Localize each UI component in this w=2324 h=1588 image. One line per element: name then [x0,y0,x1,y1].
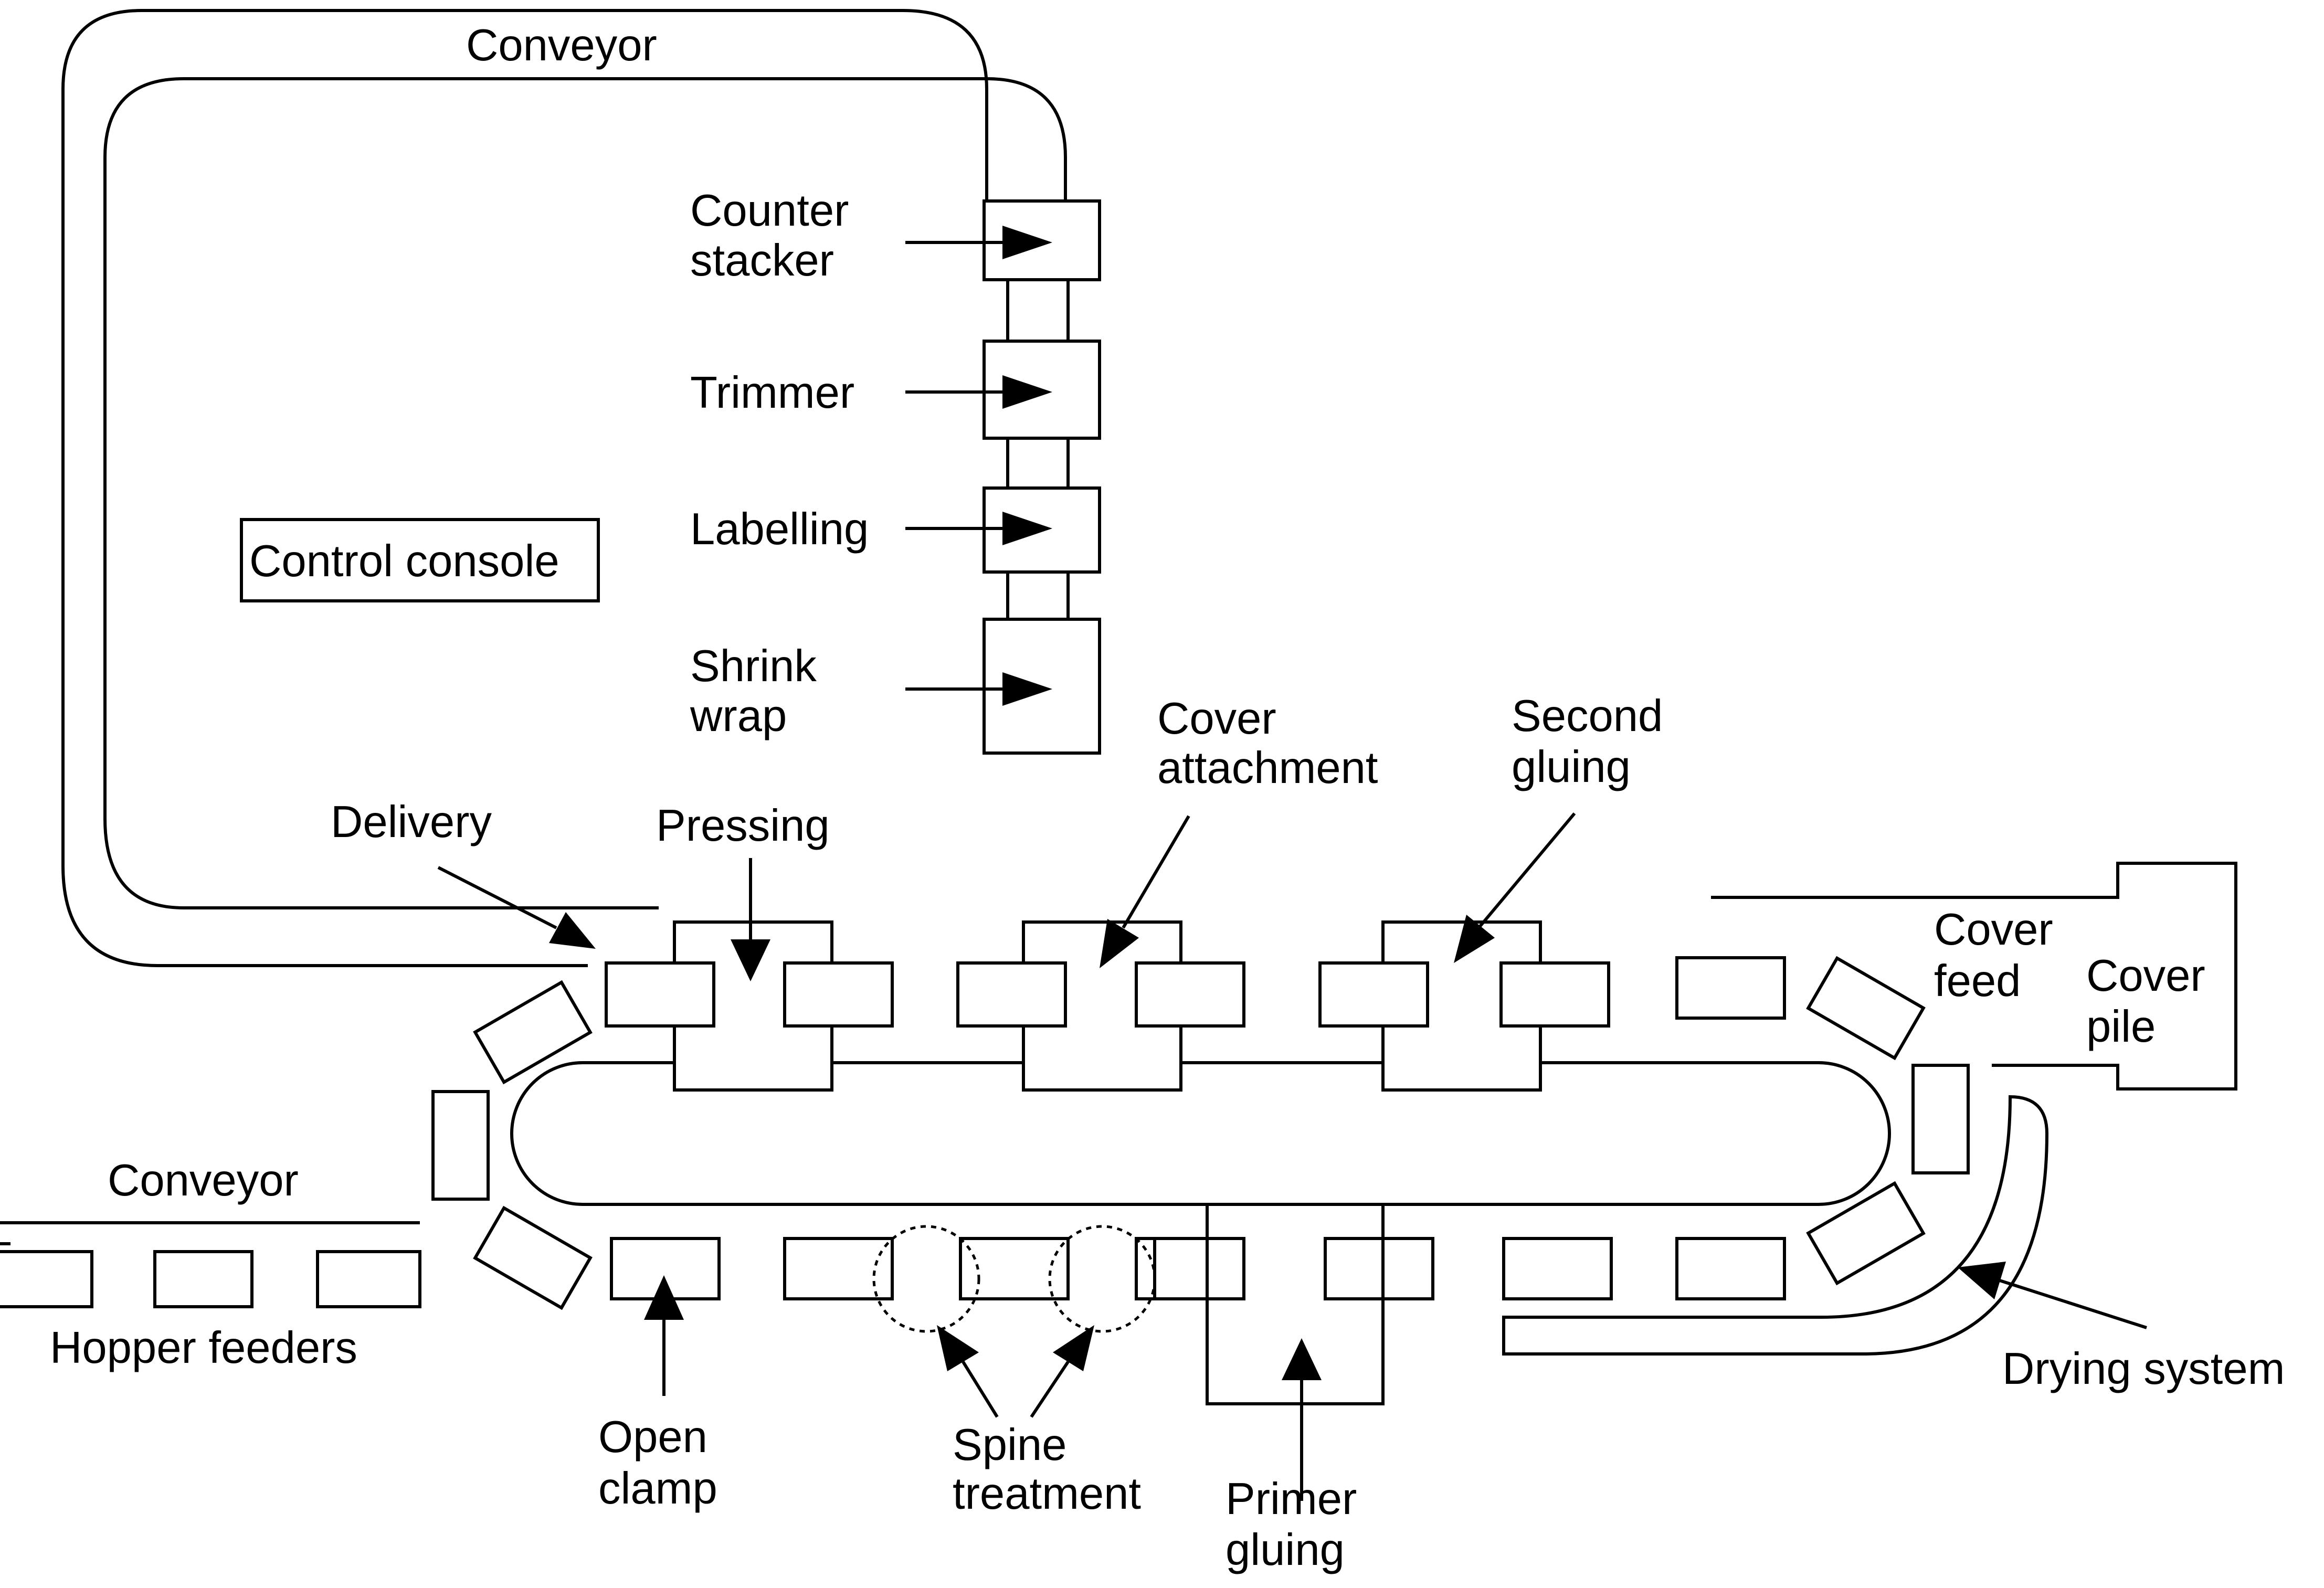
spine-treatment-label-1: Spine [953,1420,1066,1470]
cover-attachment-label-2: attachment [1157,743,1378,793]
trimmer-label: Trimmer [690,368,854,418]
counter-stacker-label-1: Counter [690,186,849,236]
primer-gluing-label-1: Primer [1226,1474,1357,1524]
cover-attachment-arrow [1122,815,1190,929]
spine-treatment-label-2: treatment [953,1469,1141,1519]
spine-treatment-arrow-1-head [937,1325,979,1371]
second-gluing-arrow [1478,812,1576,927]
second-gluing-label-1: Second [1512,691,1663,741]
primer-gluing-frame [1206,1204,1385,1405]
pressing-clamp-right [783,961,894,1028]
binding-oval [510,1061,1891,1206]
open-clamp-unit [610,1237,721,1300]
end-clamps [431,956,1970,1310]
finishing-stack [983,199,1101,755]
cover-attachment-label-1: Cover [1157,694,1276,744]
delivery-label: Delivery [331,797,492,847]
primer-clamp-1 [1153,1237,1245,1300]
cover-attachment-arrow-head [1100,919,1139,968]
cover-feed-label-1: Cover [1934,905,2053,955]
delivery-arrow [437,866,557,929]
counter-stacker-arrow-head [1002,226,1052,259]
cover-feed-label-2: feed [1934,956,2021,1006]
clamp-upper-left [473,980,593,1085]
conveyor-top-label: Conveyor [466,20,657,70]
pointer-arrows [437,812,2147,1501]
spine-treatment-arrow-2-head [1053,1325,1094,1371]
primer-clamp-2 [1324,1237,1434,1300]
primer-gluing-arrow-head [1282,1338,1322,1380]
cover-pile-label-2: pile [2086,1002,2156,1052]
left-conveyor [0,1221,421,1308]
clamp-left [431,1090,490,1201]
clamp-right [1911,1064,1970,1174]
second-gluing-label-2: gluing [1512,742,1631,792]
pressing-arrow-head [731,939,770,981]
control-console-box [240,518,600,602]
spine-treatment-arrow-2 [1030,1361,1070,1418]
shrink-wrap-label-2: wrap [690,691,787,741]
spine-treatment-circle-1 [872,1225,980,1333]
conveyor-left-label: Conveyor [108,1156,299,1205]
drying-system-arrow [1999,1279,2147,1329]
primer-gluing-label-2: gluing [1226,1525,1345,1575]
hopper-feeder [153,1250,253,1308]
shrink-wrap-label-1: Shrink [690,641,817,691]
drying-system-label: Drying system [2002,1344,2285,1394]
drying-system-unit [1502,1095,2049,1356]
pressing-label: Pressing [656,801,830,851]
clamp [1675,956,1786,1020]
stack-arrows [905,226,1052,706]
open-clamp-label-2: clamp [598,1464,717,1513]
top-stations [605,920,1786,1092]
second-gluing-clamp-left [1318,961,1429,1028]
spine-treatment-circle-2 [1048,1225,1156,1333]
cover-pile-unit [1711,862,2237,1091]
upper-conveyor-outer [61,9,988,967]
spine-treatment-arrow-1 [962,1361,999,1418]
clamp-upper-right [1806,956,1926,1061]
upper-conveyor [61,9,1067,967]
pressing-clamp-left [605,961,715,1028]
hopper-feeder [0,1250,93,1308]
hopper-feeder [316,1250,421,1308]
spine-clamp-1 [783,1237,894,1300]
upper-conveyor-inner [103,77,1067,909]
second-gluing-clamp-right [1499,961,1610,1028]
cover-attachment-clamp-left [956,961,1067,1028]
open-clamp-label-1: Open [598,1412,707,1462]
bottom-stations [610,1204,1786,1405]
cover-attachment-clamp-right [1135,961,1245,1028]
drying-system-arrow-head [1958,1262,2006,1299]
trimmer-arrow-head [1002,375,1052,409]
second-gluing-arrow-head [1454,915,1495,963]
labels: Conveyor Counter stacker Trimmer Labelli… [50,20,2285,1575]
clamp [1502,1237,1613,1300]
clamp-lower-right [1806,1181,1926,1286]
clamp [1675,1237,1786,1300]
clamp-lower-left [473,1205,593,1310]
open-clamp-arrow-head [644,1275,684,1320]
cover-pile-label-1: Cover [2086,951,2205,1001]
drying-channel [1502,1095,2049,1356]
shrink-wrap-arrow-head [1002,672,1052,706]
delivery-arrow-head [549,912,596,949]
control-console-label: Control console [249,536,559,586]
hopper-feeders-label: Hopper feeders [50,1323,357,1373]
labelling-label: Labelling [690,504,869,554]
labelling-arrow-head [1002,512,1052,545]
cover-pile-outline [1711,862,2237,1091]
counter-stacker-label-2: stacker [690,236,834,285]
